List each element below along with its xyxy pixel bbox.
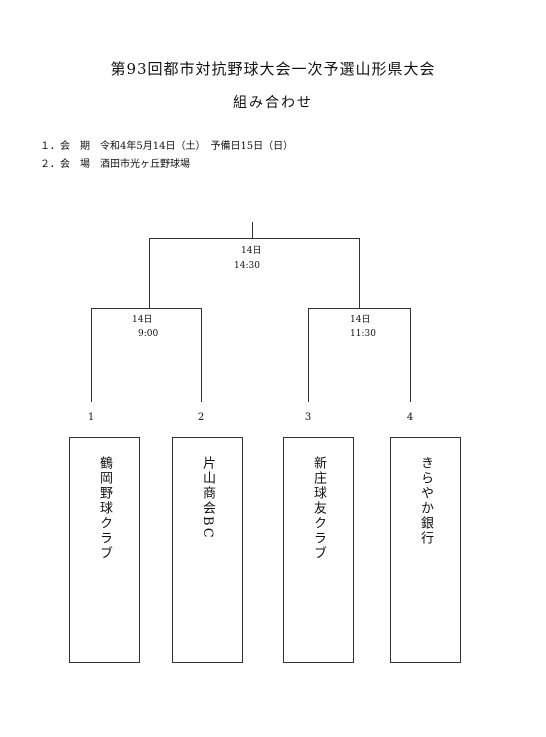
semifinal2-time: 11:30 — [350, 329, 376, 339]
info-number: ２． — [40, 159, 60, 170]
bracket-team4-line — [410, 308, 411, 402]
team-name-1: 鶴岡野球クラブ — [97, 456, 112, 561]
final-time: 14:30 — [234, 261, 260, 271]
semifinal1-date: 14日 — [132, 315, 153, 325]
team-seed-3: 3 — [304, 412, 312, 423]
info-line-venue: ２．会 場 酒田市光ヶ丘野球場 — [40, 155, 190, 170]
document-title: 第93回都市対抗野球大会一次予選山形県大会 — [110, 60, 436, 78]
bracket-final-bar — [149, 238, 359, 239]
team-seed-2: 2 — [197, 412, 205, 423]
bracket-team3-line — [308, 308, 309, 402]
info-value: 令和4年5月14日（土） 予備日15日（日） — [100, 141, 294, 152]
team-name-2: 片山商会BC — [200, 456, 215, 540]
info-value: 酒田市光ヶ丘野球場 — [100, 159, 190, 170]
info-label: 会 場 — [60, 159, 90, 170]
info-number: １． — [40, 141, 60, 152]
bracket-champion-line — [252, 222, 253, 239]
team-box-2: 片山商会BC — [172, 437, 243, 663]
bracket-semi2-bar — [308, 308, 411, 309]
document-subtitle: 組み合わせ — [233, 95, 313, 111]
semifinal2-date: 14日 — [350, 315, 371, 325]
final-date: 14日 — [241, 246, 262, 256]
team-box-3: 新庄球友クラブ — [283, 437, 354, 663]
bracket-semi1-bar — [91, 308, 202, 309]
bracket-team2-line — [201, 308, 202, 402]
team-box-1: 鶴岡野球クラブ — [69, 437, 140, 663]
info-label: 会 期 — [60, 141, 90, 152]
team-seed-4: 4 — [406, 412, 414, 423]
bracket-final-left-drop — [149, 238, 150, 309]
team-name-4: きらやか銀行 — [418, 456, 433, 546]
team-seed-1: 1 — [87, 412, 95, 423]
bracket-final-right-drop — [359, 238, 360, 309]
team-name-3: 新庄球友クラブ — [311, 456, 326, 561]
info-line-dates: １．会 期 令和4年5月14日（土） 予備日15日（日） — [40, 137, 293, 152]
bracket-team1-line — [91, 308, 92, 402]
semifinal1-time: 9:00 — [138, 329, 159, 339]
team-box-4: きらやか銀行 — [390, 437, 461, 663]
